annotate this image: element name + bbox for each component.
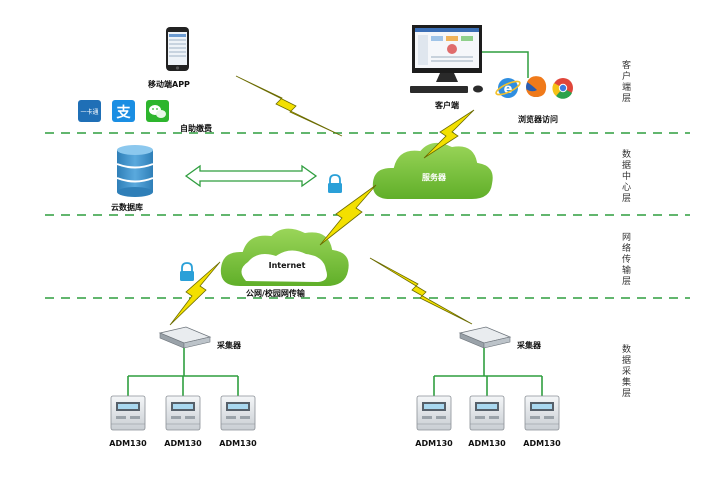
self-pay-label: 自助缴费: [180, 123, 212, 133]
collector-icon: [158, 326, 212, 349]
meter-label: ADM130: [523, 439, 561, 448]
meter-icon: [469, 395, 505, 431]
bus-lines: [127, 348, 543, 396]
meter-label: ADM130: [164, 439, 202, 448]
ie-icon: e: [495, 78, 521, 98]
server-cloud: [370, 140, 495, 201]
svg-text:支: 支: [116, 104, 132, 121]
meter-icon: [524, 395, 560, 431]
meter-label: ADM130: [109, 439, 147, 448]
client-label: 客户端: [434, 100, 459, 110]
mobile-app-label: 移动端APP: [148, 79, 190, 89]
layer-datacenter: 数据中心层: [622, 148, 631, 204]
cloud-db-label: 云数据库: [111, 202, 143, 212]
collector-label: 采集器: [516, 340, 542, 350]
layer-dividers: [45, 132, 690, 299]
svg-text:e: e: [504, 82, 513, 97]
meter-label: ADM130: [468, 439, 506, 448]
meter-icon: [416, 395, 452, 431]
ecard-icon: 一卡通: [78, 100, 101, 122]
alipay-icon: 支: [112, 100, 135, 122]
firefox-icon: [526, 76, 547, 97]
collector-icon: [458, 326, 512, 349]
svg-text:一卡通: 一卡通: [80, 108, 98, 116]
double-arrow-icon: [184, 164, 318, 188]
layer-labels: 客户端层 数据中心层 网络传输层 数据采集层: [622, 59, 631, 399]
meter-icon: [110, 395, 146, 431]
internet-label: Internet: [269, 261, 306, 270]
desktop-computer-icon: [410, 25, 483, 93]
database-icon: [116, 145, 154, 197]
meter-icon: [220, 395, 256, 431]
server-label: 服务器: [422, 172, 447, 182]
internet-cloud: [218, 226, 351, 288]
lightning-icon: [169, 261, 221, 326]
layer-client: 客户端层: [622, 59, 631, 104]
meter-label: ADM130: [415, 439, 453, 448]
lightning-icon: [235, 75, 343, 137]
chrome-icon: [552, 78, 573, 99]
wechat-icon: [146, 100, 169, 122]
network-label: 公网/校园网传输: [246, 288, 306, 298]
meter-icon: [165, 395, 201, 431]
meters: ADM130 ADM130 ADM130 ADM130 ADM130 ADM130: [109, 395, 561, 448]
browser-access-label: 浏览器访问: [518, 114, 558, 124]
collector-label: 采集器: [216, 340, 242, 350]
lightning-icon: [423, 109, 475, 159]
lightning-icon: [369, 257, 473, 325]
lock-icon: [180, 262, 194, 281]
meter-label: ADM130: [219, 439, 257, 448]
layer-network: 网络传输层: [622, 232, 631, 287]
lock-icon: [328, 174, 342, 193]
layer-collection: 数据采集层: [622, 343, 631, 399]
computer-browser-connector: [482, 51, 529, 78]
lightning-icon: [319, 184, 377, 246]
lightning-bolts: [169, 75, 475, 326]
phone-icon: [166, 27, 189, 71]
